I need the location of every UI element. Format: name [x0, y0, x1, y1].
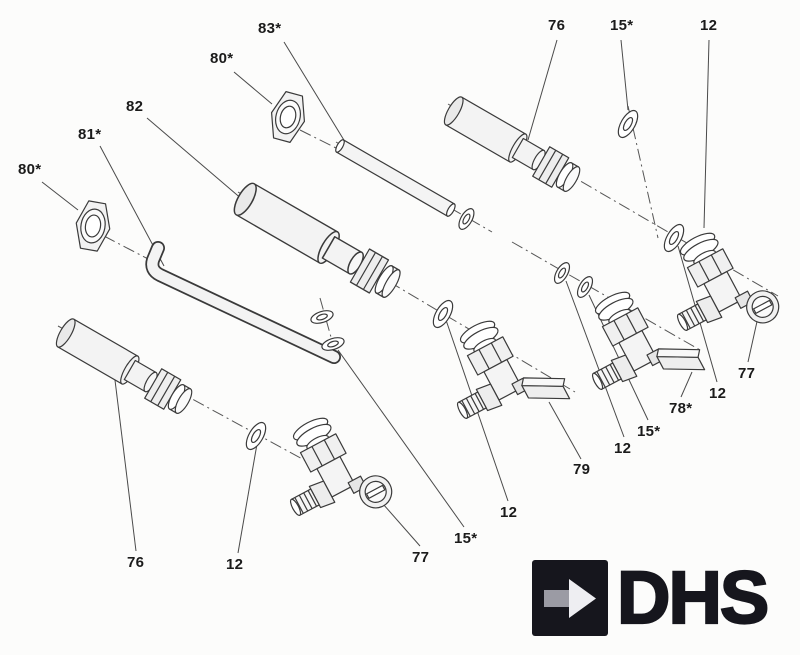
part-label-12-bottom: 12 [226, 556, 244, 573]
washer-12-bottom [241, 418, 271, 454]
leader-line [113, 371, 137, 552]
valve-lever [646, 331, 710, 391]
washer-15-mid [573, 273, 597, 301]
valve-body [561, 286, 667, 396]
hex-nut-80-left [71, 198, 115, 254]
leader-line [548, 401, 582, 460]
part-label-15-mid: 15* [637, 423, 661, 440]
part-label-80-left: 80* [18, 161, 42, 178]
part-label-12-topright: 12 [700, 17, 718, 34]
center-lines [57, 103, 779, 487]
part-label-12-mid: 12 [614, 440, 632, 457]
washer-12-center [428, 296, 458, 332]
bent-tube-81 [145, 241, 341, 364]
pipe-76-top [440, 93, 584, 195]
valve-body [426, 315, 532, 425]
part-label-12-center: 12 [500, 504, 518, 521]
leader-line [233, 71, 273, 105]
leader-line [283, 41, 351, 151]
part-label-77-right: 77 [738, 365, 756, 382]
leader-line [620, 39, 629, 111]
part-label-15-top: 15* [610, 17, 634, 34]
leader-line [680, 371, 693, 398]
dhs-logo-mark [532, 560, 608, 636]
part-label-79: 79 [573, 461, 591, 478]
part-label-15-bottom: 15* [454, 530, 478, 547]
tube-83 [335, 139, 478, 233]
part-label-83: 83* [258, 20, 282, 37]
washer [455, 205, 478, 233]
leader-lines [41, 39, 761, 554]
leader-line [237, 443, 258, 554]
part-label-12-right: 12 [709, 385, 727, 402]
washer-15-pair-a [308, 307, 336, 327]
pipe-body [229, 179, 370, 282]
washer-15-top [613, 106, 643, 142]
leader-line [146, 117, 251, 207]
pipe-body [52, 315, 163, 399]
arrow-icon [569, 579, 596, 618]
part-label-81: 81* [78, 126, 102, 143]
part-label-77-bottom: 77 [412, 549, 430, 566]
center-line [103, 235, 151, 261]
pipe-82 [229, 179, 404, 301]
pipe-body [440, 93, 551, 177]
dhs-logo: DHS [532, 556, 770, 639]
part-label-78: 78* [669, 400, 693, 417]
valve-knob [734, 280, 785, 331]
part-label-82: 82 [126, 98, 144, 115]
hex-nut-80-top [264, 88, 312, 146]
leader-line [527, 39, 558, 141]
center-line [299, 129, 341, 151]
valve-lever [511, 360, 575, 420]
leader-line [41, 181, 79, 211]
dhs-logo-text: DHS [616, 556, 770, 639]
valve-body [259, 412, 365, 522]
pipe-76-bottom [52, 315, 196, 417]
arrow-icon [544, 590, 569, 607]
center-line [511, 241, 701, 351]
valve-79 [426, 315, 575, 425]
leader-line [337, 349, 465, 528]
valve-77-bottom [259, 412, 398, 522]
washer-15-pair-b [319, 334, 347, 354]
part-label-76-bottom: 76 [127, 554, 145, 571]
part-label-76-top: 76 [548, 17, 566, 34]
washer-12-mid [550, 259, 574, 287]
leader-line [703, 39, 710, 229]
valve-knob [347, 465, 398, 516]
leader-line [565, 280, 625, 438]
valve-body [646, 227, 752, 337]
part-label-80-top: 80* [210, 50, 234, 67]
